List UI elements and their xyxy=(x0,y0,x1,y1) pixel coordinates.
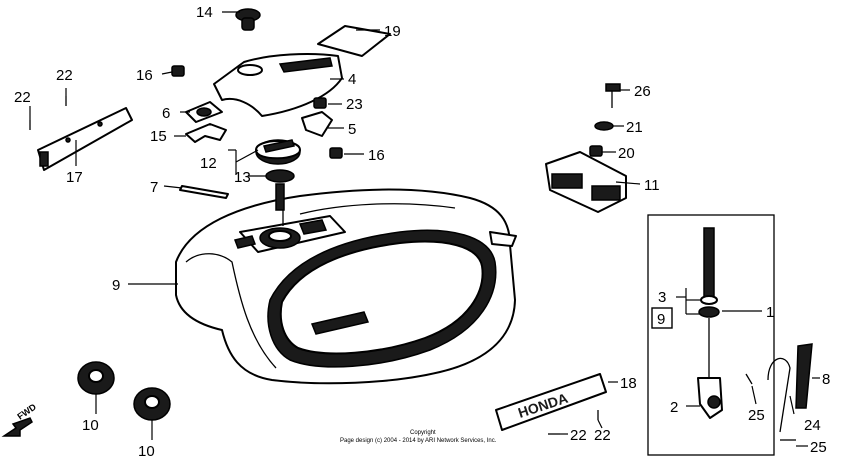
copyright-line-2: Page design (c) 2004 - 2014 by ARI Netwo… xyxy=(340,438,497,444)
leader-lines xyxy=(29,11,820,447)
tank-cover xyxy=(213,53,343,117)
callout-9-boxed: 9 xyxy=(657,311,665,328)
clip-25a xyxy=(745,373,753,385)
callout-3: 3 xyxy=(658,289,666,306)
tank-emblem: HONDA xyxy=(495,373,607,431)
callout-15: 15 xyxy=(150,128,167,145)
side-bracket xyxy=(37,107,133,171)
callout-19: 19 xyxy=(384,23,401,40)
emblem-plate xyxy=(317,25,391,57)
callout-23: 23 xyxy=(346,96,363,113)
callout-10b: 10 xyxy=(138,443,155,460)
nut-right xyxy=(329,147,343,159)
fuel-hose xyxy=(767,357,791,433)
callout-25a: 25 xyxy=(748,407,765,424)
callout-10a: 10 xyxy=(82,417,99,434)
grommet-a xyxy=(77,361,115,395)
callout-9-tank: 9 xyxy=(112,277,120,294)
callout-24: 24 xyxy=(804,417,821,434)
callout-16b: 16 xyxy=(368,147,385,164)
fuel-cap xyxy=(255,139,301,211)
washer-21 xyxy=(594,121,614,131)
callout-17: 17 xyxy=(66,169,83,186)
callout-22c: 22 xyxy=(570,427,587,444)
callout-22a: 22 xyxy=(56,67,73,84)
callout-6: 6 xyxy=(162,105,170,122)
callout-4: 4 xyxy=(348,71,356,88)
bracket xyxy=(185,123,227,143)
callouts: 14 19 16 4 22 22 23 6 5 15 16 12 13 7 17… xyxy=(14,4,830,460)
callout-2: 2 xyxy=(670,399,678,416)
fuel-tank xyxy=(175,188,517,385)
callout-1: 1 xyxy=(766,304,774,321)
strap xyxy=(179,185,229,199)
nut-top xyxy=(171,65,185,77)
copyright-line-1: Copyright xyxy=(410,430,436,436)
callout-21: 21 xyxy=(626,119,643,136)
clip-5 xyxy=(301,111,333,137)
callout-11: 11 xyxy=(644,177,660,194)
callout-22d: 22 xyxy=(594,427,611,444)
gasket-plate xyxy=(185,101,223,123)
hose-8 xyxy=(795,343,813,409)
rubber-mount xyxy=(545,151,627,213)
callout-7: 7 xyxy=(150,179,158,196)
callout-8: 8 xyxy=(822,371,830,388)
callout-22b: 22 xyxy=(14,89,31,106)
callout-20: 20 xyxy=(618,145,635,162)
callout-12: 12 xyxy=(200,155,217,172)
callout-13: 13 xyxy=(234,169,251,186)
callout-16a: 16 xyxy=(136,67,153,84)
collar-20 xyxy=(589,145,603,157)
callout-5: 5 xyxy=(348,121,356,138)
callout-18: 18 xyxy=(620,375,637,392)
boxed-label-9 xyxy=(651,307,673,329)
fuel-valve xyxy=(697,227,723,419)
fwd-arrow-icon: FWD xyxy=(1,401,38,437)
callout-14: 14 xyxy=(196,4,213,21)
valve-box xyxy=(647,214,775,456)
bolt-26 xyxy=(605,83,621,108)
rubber-cap xyxy=(235,8,261,31)
nut-23 xyxy=(313,97,327,109)
callout-25b: 25 xyxy=(810,439,827,456)
grommet-b xyxy=(133,387,171,421)
callout-26: 26 xyxy=(634,83,651,100)
